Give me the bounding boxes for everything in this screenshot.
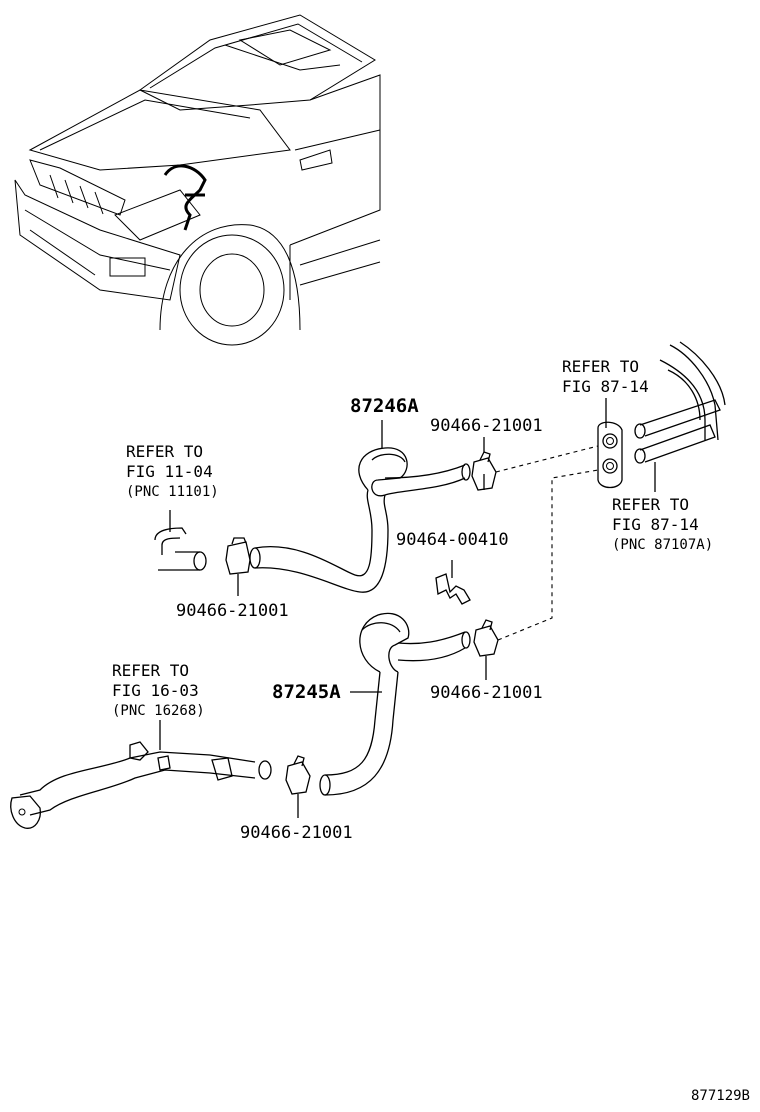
dashed-connector-top [495, 445, 599, 473]
hose-clamp-top-right [471, 437, 497, 491]
reference-fig-16-03: REFER TO FIG 16-03 (PNC 16268) [112, 661, 205, 719]
part-number-87246A: 87246A [350, 395, 419, 417]
ref-line-1: REFER TO [562, 357, 639, 376]
part-number-87245A: 87245A [272, 681, 341, 703]
ref-line-2: FIG 87-14 [612, 515, 699, 534]
ref-line-2: FIG 11-04 [126, 462, 213, 481]
ref-line-2: FIG 87-14 [562, 377, 649, 396]
engine-outlet-pipe-icon [154, 510, 207, 571]
hose-clamp-mid-right [473, 619, 499, 680]
ref-line-1: REFER TO [612, 495, 689, 514]
part-number-clamp-top-right: 90466-21001 [430, 416, 543, 436]
reference-fig-87-14-right: REFER TO FIG 87-14 (PNC 87107A) [612, 495, 713, 553]
part-number-clamp-left: 90466-21001 [176, 601, 289, 621]
heater-hose-87245A [319, 612, 471, 796]
part-number-clamp-mid-right: 90466-21001 [430, 683, 543, 703]
ref-line-1: REFER TO [112, 661, 189, 680]
ref-line-3: (PNC 16268) [112, 703, 205, 719]
hose-clamp-left [225, 537, 251, 596]
ref-line-3: (PNC 87107A) [612, 537, 713, 553]
vehicle-outline-icon [14, 14, 381, 346]
heater-core-pipes-icon [597, 341, 726, 492]
reference-fig-11-04: REFER TO FIG 11-04 (PNC 11101) [126, 442, 219, 500]
dashed-connector-bottom [497, 469, 599, 641]
ref-line-3: (PNC 11101) [126, 484, 219, 500]
hose-clip-90464 [435, 560, 471, 605]
hose-clamp-bottom [285, 755, 311, 818]
heater-hose-87246A [249, 420, 471, 593]
part-number-clip: 90464-00410 [396, 530, 509, 550]
diagram-id: 877129B [691, 1088, 750, 1104]
water-pipe-icon [10, 720, 272, 829]
part-number-clamp-bottom: 90466-21001 [240, 823, 353, 843]
ref-line-1: REFER TO [126, 442, 203, 461]
ref-line-2: FIG 16-03 [112, 681, 199, 700]
reference-fig-87-14-top: REFER TO FIG 87-14 [562, 357, 649, 396]
